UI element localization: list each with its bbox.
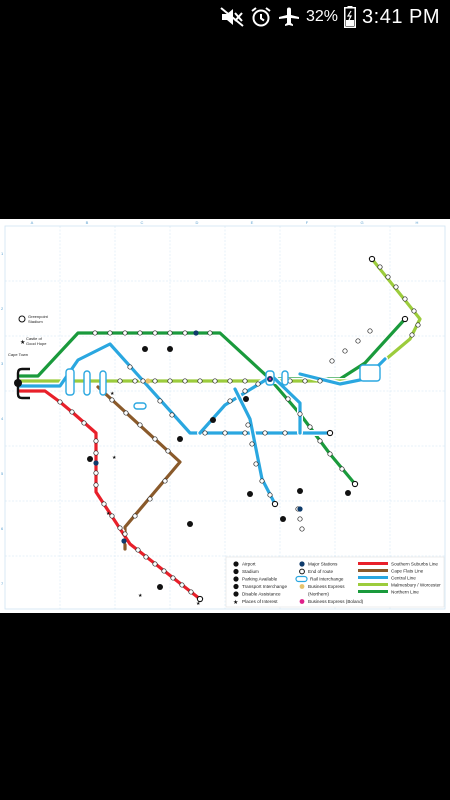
legend-end: End of route <box>308 569 333 574</box>
star-icon: ★ <box>110 391 115 397</box>
battery-icon <box>344 6 357 28</box>
legend-disabled: Disable Assistance <box>242 592 281 597</box>
battery-percent: 32% <box>305 8 339 25</box>
legend-lines: Southern Suburbs Line Cape Flats Line Ce… <box>358 562 441 595</box>
landmark-stadium: Greenpoint Stadium <box>18 314 49 324</box>
legend-line-southern: Southern Suburbs Line <box>391 562 438 567</box>
major-station-icon <box>299 561 305 567</box>
airport-icon <box>233 561 239 567</box>
rail-map-graphic: A B C D E F G H 1 2 3 4 5 6 7 <box>1 220 446 610</box>
station-markers <box>57 264 421 595</box>
stadium-icon <box>233 568 239 575</box>
castle-label-line1: Castle of <box>26 336 43 341</box>
grid-col-label: C <box>141 220 144 225</box>
business-express-boland-icon <box>299 599 305 604</box>
legend-interchange: Rail Interchange <box>310 577 344 582</box>
legend-line-malmesbury: Malmesbury / Worcester <box>391 583 441 588</box>
legend-stations: Major Stations End of route Rail Interch… <box>295 561 364 604</box>
grid-col-label: H <box>416 220 419 225</box>
southern-suburbs-route <box>17 388 203 602</box>
status-bar: 32% 3:41 PM <box>0 0 450 34</box>
legend-line-capeflats: Cape Flats Line <box>391 569 424 574</box>
rail-map[interactable]: A B C D E F G H 1 2 3 4 5 6 7 <box>0 219 450 613</box>
legend-transport: Transport Interchange <box>242 584 287 589</box>
legend-business: Business Express <box>308 584 345 589</box>
grid-col-label: G <box>360 220 363 225</box>
parking-icon <box>233 576 239 582</box>
legend-boland: Business Express (Boland) <box>308 599 364 604</box>
poi-icons <box>87 346 351 590</box>
grid-row-label: 7 <box>1 581 4 586</box>
grid-column-labels: A B C D E F G H <box>31 220 419 225</box>
legend-airport: Airport <box>242 562 256 567</box>
legend-swatch-capeflats <box>358 569 388 572</box>
legend-swatch-central <box>358 576 388 579</box>
grid-row-labels: 1 2 3 4 5 6 7 <box>1 251 4 586</box>
grid-row-label: 5 <box>1 471 4 476</box>
legend-swatch-northern <box>358 590 388 593</box>
grid-col-label: E <box>251 220 254 225</box>
star-icon: ★ <box>20 339 25 346</box>
legend-business-northern: (Northern) <box>308 592 329 597</box>
legend-line-northern: Northern Line <box>391 590 419 595</box>
stadium-label-line2: Stadium <box>28 319 43 324</box>
end-of-route-icon <box>299 568 305 575</box>
grid-col-label: D <box>196 220 199 225</box>
grid-row-label: 2 <box>1 306 4 311</box>
legend-swatch-malmesbury <box>358 583 388 586</box>
map-legend: Airport Stadium Parking Available Transp… <box>225 556 445 608</box>
star-icon: ★ <box>233 599 238 606</box>
airplane-icon <box>278 6 300 28</box>
transport-interchange-icon <box>233 583 239 590</box>
legend-symbols: Airport Stadium Parking Available Transp… <box>233 561 287 606</box>
grid-col-label: B <box>86 220 89 225</box>
star-icon: ★ <box>196 601 201 607</box>
legend-parking: Parking Available <box>242 577 278 582</box>
clock-time: 3:41 PM <box>362 5 440 28</box>
legend-major: Major Stations <box>308 562 338 567</box>
business-express-icon <box>299 584 305 589</box>
stadium-label-line1: Greenpoint <box>28 314 49 319</box>
landmark-castle: ★ Castle of Good Hope <box>20 336 47 346</box>
interchange-markers <box>65 255 409 603</box>
star-icon: ★ <box>106 511 111 517</box>
legend-stadium: Stadium <box>242 569 259 574</box>
grid-row-label: 3 <box>1 361 4 366</box>
grid-row-label: 6 <box>1 526 4 531</box>
alarm-icon <box>250 6 272 28</box>
status-icons: 32% 3:41 PM <box>220 0 450 34</box>
disabled-access-icon <box>233 591 239 597</box>
legend-line-central: Central Line <box>391 576 416 581</box>
grid-col-label: A <box>31 220 34 225</box>
city-label: Cape Town <box>8 352 28 357</box>
mute-icon <box>220 7 244 27</box>
northern-line-route <box>17 316 408 382</box>
legend-swatch-southern <box>358 562 388 565</box>
terminus-icon <box>14 379 22 387</box>
star-icon: ★ <box>138 593 143 599</box>
map-grid <box>4 225 446 610</box>
grid-row-label: 1 <box>1 251 4 256</box>
legend-places: Places of Interest <box>242 599 278 604</box>
star-icon: ★ <box>112 455 117 461</box>
castle-label-line2: Good Hope <box>26 341 47 346</box>
grid-row-label: 4 <box>1 416 4 421</box>
grid-col-label: F <box>306 220 309 225</box>
rail-interchange-icon <box>295 575 308 583</box>
